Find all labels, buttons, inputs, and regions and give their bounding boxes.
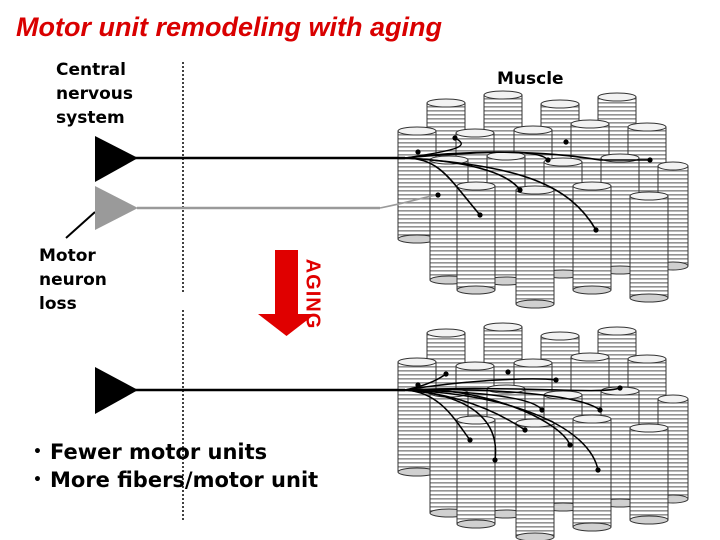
cns-label-line: system [56, 108, 125, 128]
mnl-label-line: Motor [39, 246, 96, 266]
muscle-fiber [456, 415, 496, 529]
muscle-fiber [572, 414, 612, 532]
bullet-text: More fibers/motor unit [50, 468, 319, 492]
bullet-item: • Fewer motor units [33, 438, 318, 466]
muscle-fiber [456, 181, 496, 295]
surviving-axon-branch [404, 151, 549, 161]
synapse-dots-bottom [415, 369, 623, 473]
axons-top [135, 137, 650, 231]
bullet-text: Fewer motor units [50, 440, 268, 464]
surviving-neuron-top [95, 136, 138, 182]
aging-label: AGING [301, 258, 324, 330]
muscle-label: Muscle [497, 69, 564, 89]
motor-neuron-loss-label: Motor neuron loss [39, 244, 107, 316]
bullet-icon: • [33, 472, 42, 488]
aging-arrow-icon [258, 250, 315, 336]
mnl-label-line: neuron [39, 270, 107, 290]
motor-neuron-loss-pointer [65, 211, 96, 239]
muscle-fiber [515, 418, 555, 540]
lost-neuron [95, 186, 138, 230]
muscle-fiber [515, 185, 555, 309]
cns-label-line: nervous [56, 84, 133, 104]
surviving-axon-branch [404, 378, 557, 391]
surviving-axon-branch [404, 389, 599, 471]
axons-bottom [135, 373, 621, 471]
muscle-fibers-top [397, 90, 689, 309]
muscle-fiber [629, 191, 669, 303]
synapse-dots-top [415, 135, 653, 233]
cns-label-line: Central [56, 60, 126, 80]
surviving-axon-branch [404, 137, 462, 159]
bullet-icon: • [33, 444, 42, 460]
surviving-axon-branch [404, 157, 597, 231]
mnl-label-line: loss [39, 294, 77, 314]
surviving-axon-branch [404, 389, 497, 461]
muscle-fiber [572, 181, 612, 295]
bullet-item: • More fibers/motor unit [33, 466, 318, 494]
surviving-neuron-bottom [95, 367, 138, 414]
cns-label: Central nervous system [56, 58, 133, 130]
muscle-fibers-bottom [397, 322, 689, 540]
surviving-axon-branch [404, 387, 621, 392]
surviving-axon-branch [404, 389, 543, 411]
muscle-fiber [629, 423, 669, 525]
bullet-list: • Fewer motor units • More fibers/motor un… [33, 438, 318, 494]
slide-title: Motor unit remodeling with aging [16, 12, 442, 42]
